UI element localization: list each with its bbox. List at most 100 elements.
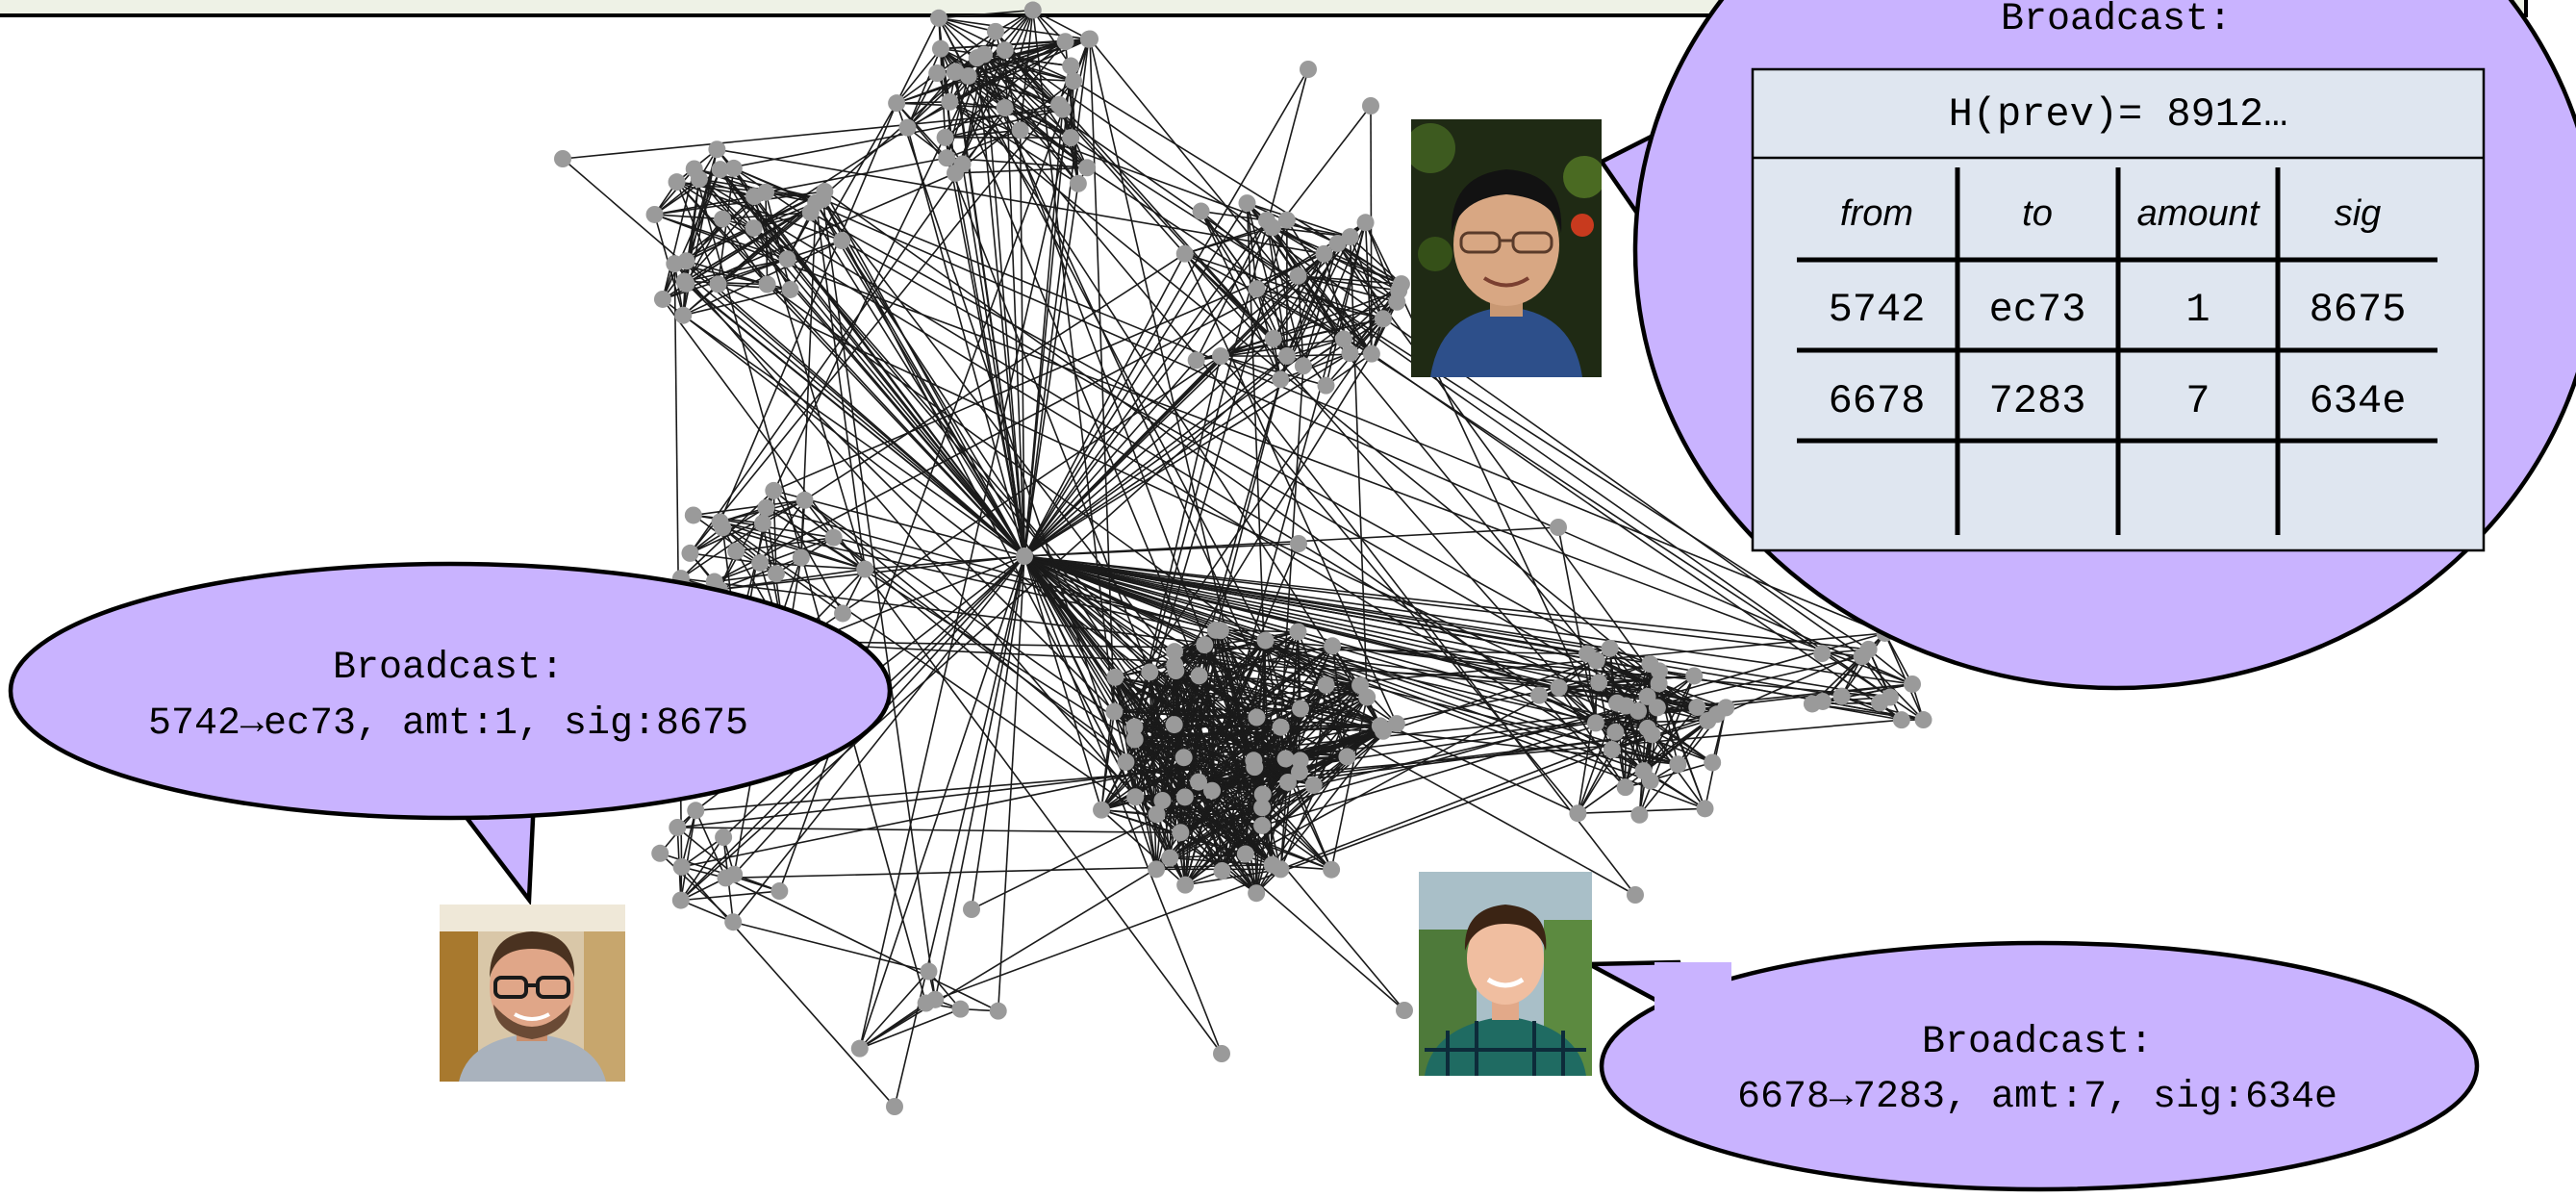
col-header-to: to: [2022, 193, 2053, 234]
network-node: [938, 149, 955, 166]
person-photo-top: [1411, 119, 1602, 377]
col-header-from: from: [1840, 193, 1913, 234]
top-bubble-label: Broadcast:: [2001, 0, 2232, 41]
cell-to: 7283: [1989, 378, 2086, 424]
network-node: [1915, 711, 1932, 728]
network-node: [1272, 370, 1289, 388]
network-node: [1587, 714, 1604, 731]
network-edge: [1024, 356, 1221, 556]
network-node: [1214, 862, 1231, 879]
network-node: [1193, 203, 1210, 220]
network-node: [1105, 703, 1123, 721]
left-bubble-label: Broadcast:: [333, 647, 564, 690]
network-node: [1081, 30, 1099, 47]
network-edge: [1024, 556, 1635, 895]
network-node: [710, 275, 727, 293]
network-node: [1265, 330, 1282, 347]
network-edge: [1024, 220, 1267, 556]
col-header-amount: amount: [2137, 193, 2260, 234]
network-edge: [972, 556, 1024, 909]
network-node: [1388, 715, 1405, 732]
network-node: [1212, 622, 1229, 639]
network-node: [1057, 33, 1074, 50]
network-node: [856, 561, 873, 578]
network-node: [1590, 674, 1607, 691]
network-node: [1148, 860, 1165, 878]
network-node: [672, 892, 690, 909]
network-node: [669, 173, 686, 191]
network-node: [1551, 679, 1568, 697]
network-node: [796, 492, 814, 509]
network-node: [1196, 636, 1213, 653]
network-node: [793, 548, 810, 566]
network-node: [1627, 886, 1644, 904]
network-node: [834, 604, 851, 622]
network-node: [674, 307, 692, 324]
network-node: [1893, 711, 1910, 728]
network-node: [1279, 774, 1297, 791]
network-node: [1161, 850, 1178, 867]
network-node: [1904, 675, 1921, 693]
network-node: [1093, 802, 1110, 819]
network-node: [928, 64, 946, 82]
network-node: [1176, 877, 1194, 894]
network-node: [997, 99, 1014, 116]
network-node: [651, 845, 669, 862]
network-node: [1323, 861, 1340, 879]
cell-from: 6678: [1829, 378, 1926, 424]
network-edge: [1371, 106, 1372, 354]
network-node: [1362, 97, 1379, 115]
network-edge: [699, 179, 1024, 556]
network-node: [1176, 245, 1194, 263]
network-node: [1338, 748, 1355, 765]
network-node: [1254, 785, 1272, 803]
network-node: [1289, 624, 1306, 641]
network-node: [1126, 788, 1144, 805]
left-bubble-message: 5742→ec73, amt:1, sig:8675: [148, 702, 748, 746]
network-node: [673, 858, 691, 876]
network-node: [724, 913, 742, 930]
left-bubble-shape: [11, 564, 890, 818]
network-node: [1012, 121, 1029, 139]
network-edge: [941, 49, 1280, 870]
network-node: [1117, 753, 1134, 771]
network-node: [1363, 345, 1380, 363]
person-avatar-icon: [1411, 119, 1602, 377]
cell-to: ec73: [1989, 287, 2086, 333]
network-node: [1257, 632, 1275, 650]
network-node: [1357, 214, 1375, 231]
network-node: [1649, 699, 1666, 716]
network-node: [1317, 377, 1334, 395]
network-node: [969, 49, 986, 66]
right-bubble-tail-join: [1654, 962, 1731, 1022]
network-node: [757, 499, 774, 517]
network-node: [1273, 719, 1290, 736]
network-node: [1375, 310, 1392, 327]
network-node: [1141, 663, 1158, 680]
network-node: [751, 554, 769, 572]
network-edge: [1024, 544, 1299, 556]
cell-amount: 7: [2185, 378, 2210, 424]
network-node: [930, 10, 947, 27]
network-node: [1388, 293, 1405, 311]
network-node: [802, 204, 820, 221]
network-node: [1024, 2, 1042, 19]
network-node: [1341, 344, 1358, 362]
network-node: [1604, 741, 1621, 758]
network-node: [1717, 699, 1734, 716]
network-node: [951, 1001, 969, 1018]
network-node: [920, 963, 937, 981]
network-node: [759, 276, 776, 293]
network-edge: [860, 39, 1089, 1049]
network-node: [816, 183, 833, 200]
network-node: [1062, 129, 1079, 146]
network-node: [1278, 347, 1296, 365]
network-node: [963, 901, 980, 918]
network-node: [646, 206, 664, 223]
network-node: [1641, 655, 1658, 673]
network-node: [886, 1098, 903, 1115]
network-node: [1188, 351, 1205, 369]
network-node: [888, 94, 905, 112]
